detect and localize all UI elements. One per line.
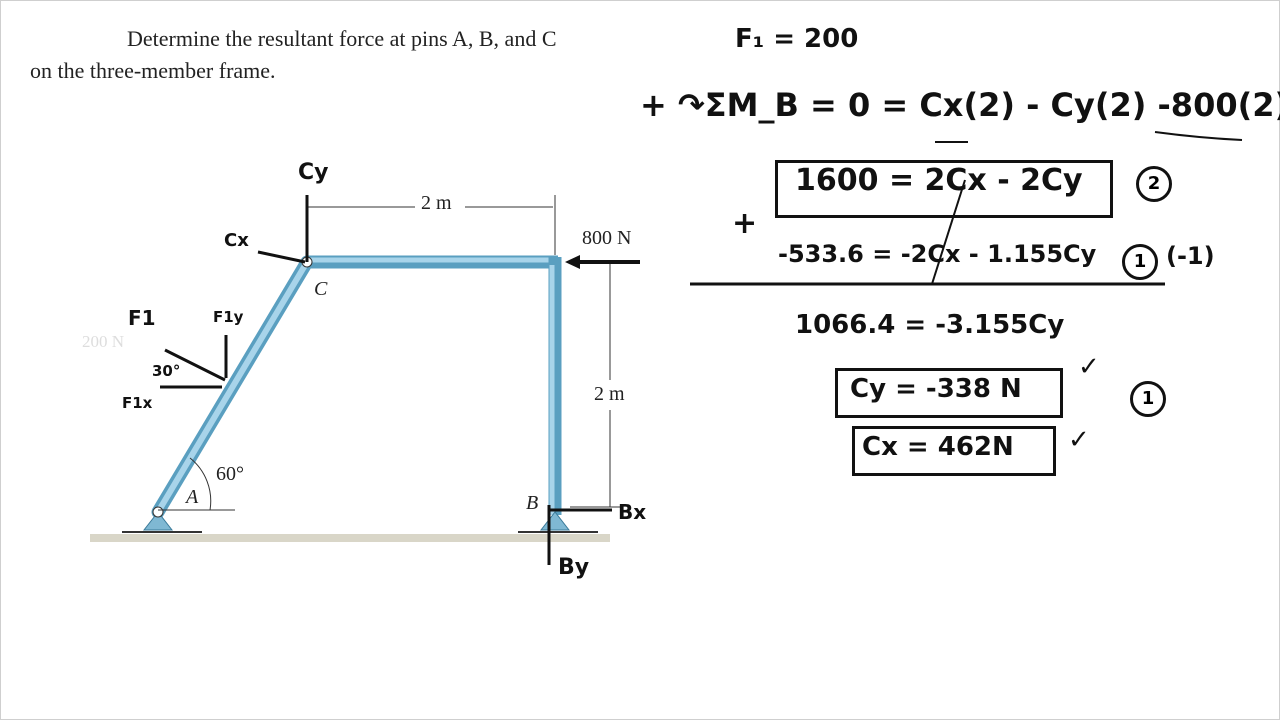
- cy-result-box: [835, 368, 1063, 418]
- problem-line-2: on the three-member frame.: [30, 58, 276, 83]
- pin-b-label: B: [526, 492, 539, 514]
- moment-equation: + ↷ΣM_B = 0 = Cx(2) - Cy(2) -800(2): [640, 86, 1280, 124]
- pin-a-label: A: [186, 486, 199, 508]
- eq1-multiplier: (-1): [1166, 242, 1215, 270]
- eq2-box: [775, 160, 1113, 218]
- cx-annotation: Cx: [224, 230, 249, 251]
- plus-sign: +: [732, 206, 758, 241]
- pin-support-a: [142, 511, 174, 531]
- cx-result: Cx = 462N: [862, 432, 1014, 462]
- problem-line-1: Determine the resultant force at pins A,…: [127, 26, 557, 51]
- bx-annotation: Bx: [618, 500, 647, 524]
- f1x-annotation: F1x: [122, 394, 153, 412]
- cy-check: ✓: [1078, 352, 1100, 382]
- cy-tag: 1: [1130, 381, 1166, 417]
- by-annotation: By: [558, 555, 590, 580]
- pin-c-label: C: [314, 278, 328, 300]
- dim-right-label: 2 m: [594, 383, 625, 405]
- cx-check: ✓: [1068, 425, 1090, 455]
- angle-label: 60°: [216, 463, 244, 485]
- cx-arrow: [257, 250, 306, 264]
- ground: [90, 534, 610, 542]
- equation-1: -533.6 = -2Cx - 1.155Cy: [778, 240, 1097, 268]
- cx-result-box: [852, 426, 1056, 476]
- f1-arrow: [164, 348, 226, 382]
- angle30-annotation: 30°: [152, 362, 181, 380]
- sum-equation: 1066.4 = -3.155Cy: [795, 310, 1065, 340]
- cy-result: Cy = -338 N: [850, 374, 1022, 404]
- eq2-tag: 2: [1136, 166, 1172, 202]
- faded-load-label: 200 N: [82, 332, 125, 351]
- dim-top-label: 2 m: [421, 192, 452, 214]
- cy-annotation: Cy: [298, 160, 329, 185]
- equation-2: 1600 = 2Cx - 2Cy: [795, 163, 1083, 198]
- given-f1: F₁ = 200: [735, 24, 859, 54]
- eq1-tag: 1: [1122, 244, 1158, 280]
- pin-support-b: [539, 511, 571, 531]
- f1y-annotation: F1y: [213, 308, 244, 326]
- f1-annotation: F1: [128, 306, 156, 330]
- load-label: 800 N: [582, 227, 632, 249]
